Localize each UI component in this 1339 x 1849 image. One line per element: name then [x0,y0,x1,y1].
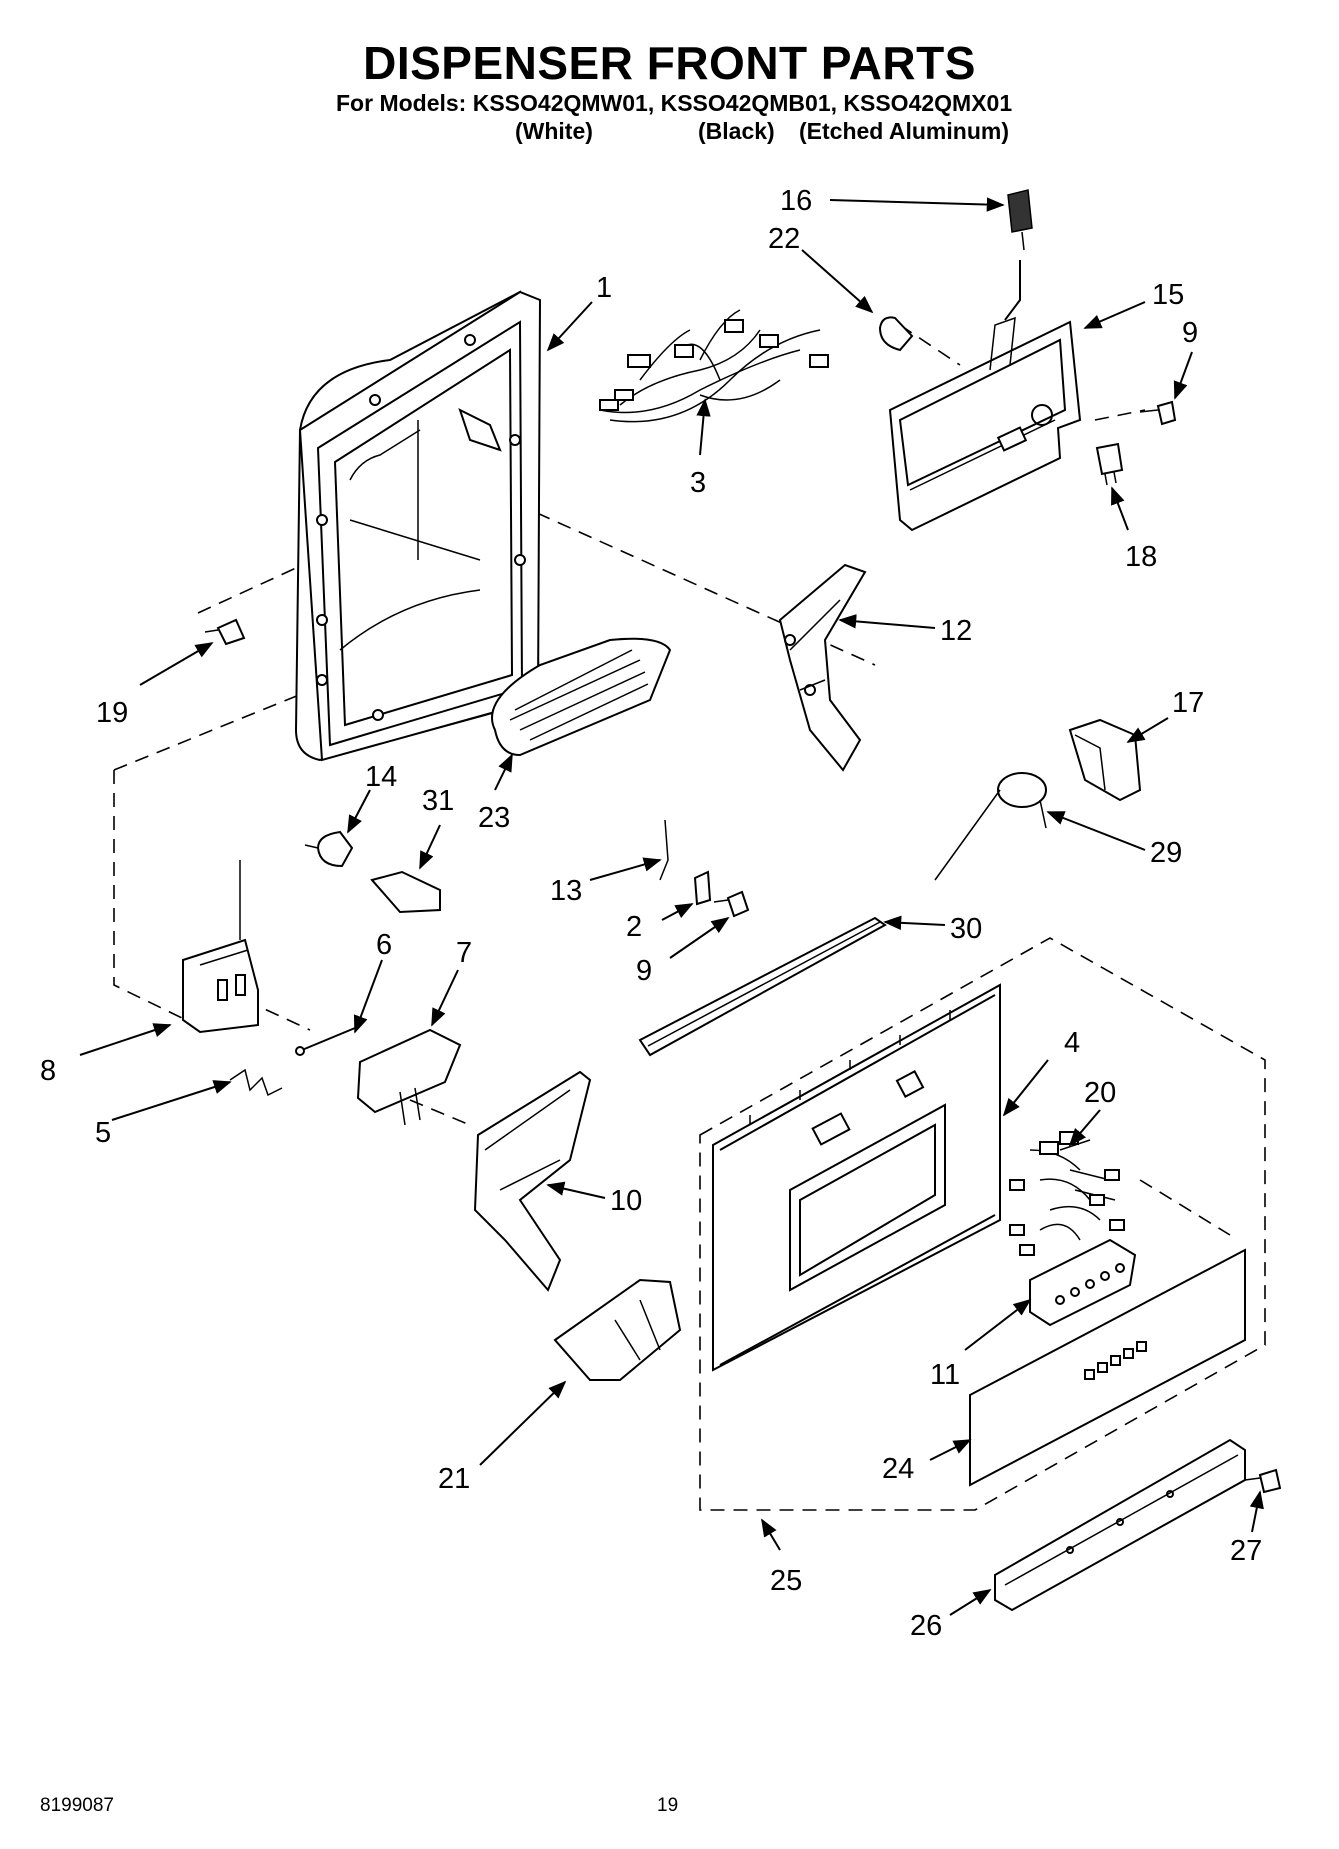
part-30-rail [638,916,887,1057]
part-21-drip-tray [553,1278,682,1381]
part-23-grille [491,637,672,757]
callout-1: 1 [596,272,612,304]
part-5-spring [229,1068,283,1097]
part-7-actuator [356,1028,462,1126]
callout-22: 22 [768,223,800,255]
callout-9-top: 9 [1182,317,1198,349]
variant-etched-aluminum: (Etched Aluminum) [799,118,1009,144]
callout-18: 18 [1125,541,1157,573]
callout-29: 29 [1150,837,1182,869]
part-17-bracket [1068,718,1142,802]
callout-15: 15 [1152,279,1184,311]
callout-5: 5 [95,1117,111,1149]
models-line: For Models: KSSO42QMW01, KSSO42QMB01, KS… [336,90,1013,116]
callout-20: 20 [1084,1077,1116,1109]
page-title: DISPENSER FRONT PARTS [363,37,976,89]
callout-7: 7 [456,937,472,969]
part-2-clip [693,870,712,906]
callout-9-mid: 9 [636,955,652,987]
callout-27: 27 [1230,1535,1262,1567]
callout-3: 3 [690,467,706,499]
callout-16: 16 [780,185,812,217]
part-29-motor [934,772,1047,881]
callout-30: 30 [950,913,982,945]
document-number: 8199087 [40,1795,114,1816]
part-8-module [182,860,259,1034]
part-12-lever [778,563,867,772]
header: DISPENSER FRONT PARTS For Models: KSSO42… [0,0,1339,160]
variant-white: (White) [515,118,593,144]
part-18-lamp-socket [1095,442,1124,486]
part-16-switch [1007,189,1033,251]
part-19-screw [204,618,246,646]
callout-8: 8 [40,1055,56,1087]
part-9b-screw [713,890,750,918]
part-20-wiring-harness [1009,1131,1125,1256]
callout-26: 26 [910,1610,942,1642]
callout-labels: 1 3 16 22 15 9 18 12 19 23 17 14 31 29 1… [40,185,1262,1642]
callout-31: 31 [422,785,454,817]
part-24-overlay [969,1248,1246,1487]
part-27-screw [1244,1468,1282,1494]
variant-black: (Black) [698,118,775,144]
callout-11: 11 [930,1359,960,1391]
callout-12: 12 [940,615,972,647]
leader-lines [79,197,1264,1616]
part-13-spring [659,819,669,881]
part-9a-screw [1139,400,1177,426]
callout-21: 21 [438,1463,470,1495]
callout-25: 25 [770,1565,802,1597]
callout-24: 24 [882,1453,914,1485]
callout-14: 14 [365,761,397,793]
part-14-solenoid [304,830,354,868]
part-22-lamp-bulb [878,316,914,352]
part-6-pin [295,1027,356,1056]
part-26-bottom-rail [994,1438,1246,1612]
part-15-bracket [888,260,1082,532]
callout-23: 23 [478,802,510,834]
callout-4: 4 [1064,1027,1080,1059]
callout-10: 10 [610,1185,642,1217]
part-4-front-panel [712,983,1001,1372]
part-1-dispenser-housing [294,290,542,762]
callout-6: 6 [376,929,392,961]
callout-19: 19 [96,697,128,729]
part-11-control-board [1029,1238,1137,1327]
callout-17: 17 [1172,687,1204,719]
part-10-lever-arm [473,1070,592,1292]
part-31-cover [370,870,441,914]
part-3-wiring-harness [599,309,829,423]
callout-13: 13 [550,875,582,907]
callout-2: 2 [626,911,642,943]
page-number: 19 [657,1795,679,1816]
